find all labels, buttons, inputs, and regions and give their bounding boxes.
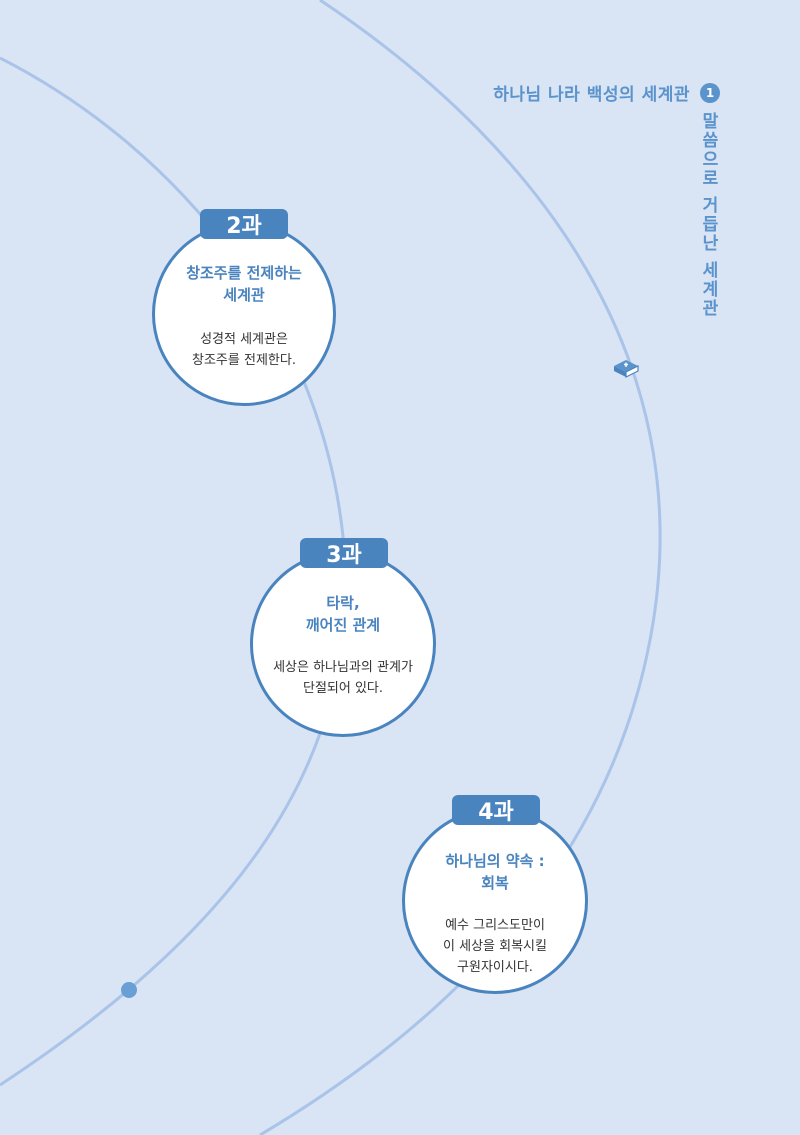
lesson-title: 창조주를 전제하는 세계관 <box>152 262 336 306</box>
lesson-title: 하나님의 약속 : 회복 <box>402 850 588 894</box>
lesson-circle <box>250 551 436 737</box>
outer-orbit <box>259 0 662 1135</box>
lesson-title-line: 창조주를 전제하는 <box>186 264 302 282</box>
lesson-number-badge: 4과 <box>452 795 540 825</box>
lesson-title: 타락, 깨어진 관계 <box>250 592 436 636</box>
lesson-title-line: 세계관 <box>223 286 265 304</box>
lesson-2-card: 2과 창조주를 전제하는 세계관 성경적 세계관은 창조주를 전제한다. <box>152 209 336 406</box>
lesson-description-line: 이 세상을 회복시킬 <box>443 939 547 954</box>
lesson-number-badge: 2과 <box>200 209 288 239</box>
lesson-title-line: 회복 <box>481 874 509 892</box>
lesson-4-card: 4과 하나님의 약속 : 회복 예수 그리스도만이 이 세상을 회복시킬 구원자… <box>402 795 588 994</box>
lesson-description-line: 세상은 하나님과의 관계가 <box>273 660 413 675</box>
lesson-3-card: 3과 타락, 깨어진 관계 세상은 하나님과의 관계가 단절되어 있다. <box>250 538 436 737</box>
lesson-description-line: 창조주를 전제한다. <box>192 353 296 368</box>
orbit-dot <box>121 982 137 998</box>
bible-icon <box>614 360 639 378</box>
lesson-circle <box>152 222 336 406</box>
lesson-title-line: 깨어진 관계 <box>305 616 381 634</box>
lesson-description-line: 예수 그리스도만이 <box>445 918 545 933</box>
lesson-description-line: 구원자이시다. <box>457 960 533 975</box>
lesson-description-line: 성경적 세계관은 <box>200 332 288 347</box>
lesson-description-line: 단절되어 있다. <box>302 681 384 696</box>
lesson-number-badge: 3과 <box>300 538 388 568</box>
lesson-description: 세상은 하나님과의 관계가 단절되어 있다. <box>250 657 436 699</box>
series-header: 하나님 나라 백성의 세계관 1 <box>493 80 720 105</box>
volume-title: 말씀으로 거듭난 세계관 <box>698 112 718 318</box>
series-number-badge: 1 <box>700 82 720 103</box>
lesson-description: 예수 그리스도만이 이 세상을 회복시킬 구원자이시다. <box>402 915 588 978</box>
lesson-description: 성경적 세계관은 창조주를 전제한다. <box>152 329 336 371</box>
lesson-title-line: 타락, <box>326 594 360 612</box>
lesson-title-line: 하나님의 약속 : <box>445 852 545 870</box>
series-title: 하나님 나라 백성의 세계관 <box>493 85 690 105</box>
